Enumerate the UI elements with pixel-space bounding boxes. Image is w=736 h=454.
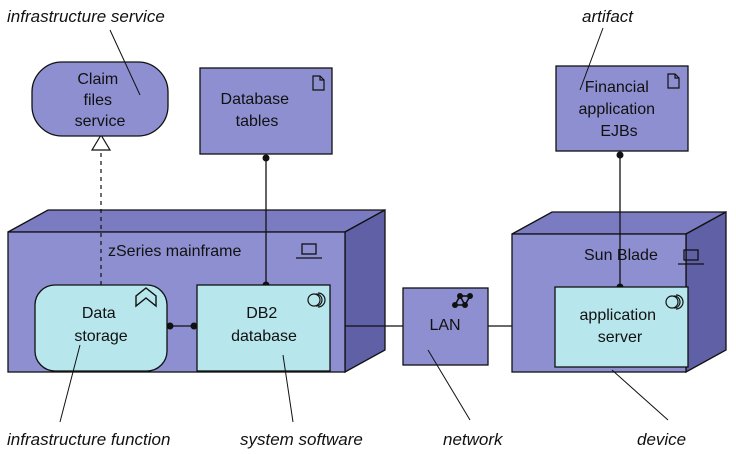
realization-arrowhead: [90, 133, 112, 151]
annotation-system-software: system software: [240, 430, 363, 449]
leader-network: [427, 349, 471, 421]
lan-label: LAN: [429, 317, 460, 334]
junction-dot: [616, 151, 624, 159]
lan-network[interactable]: [402, 287, 489, 366]
database-tables-artifact[interactable]: [199, 67, 333, 155]
artifact-icon: [312, 75, 325, 91]
annotation-device: device: [637, 430, 686, 449]
leader-device: [611, 369, 669, 421]
junction-dot: [166, 322, 174, 330]
device-icon: [678, 249, 704, 265]
sun-blade-label: Sun Blade: [584, 247, 658, 264]
system-software-icon: [665, 294, 684, 310]
device-icon: [296, 243, 322, 259]
financial-ejbs-artifact[interactable]: [555, 65, 689, 152]
artifact-icon: [667, 73, 680, 89]
db2-database-label: DB2 database: [231, 305, 297, 345]
leader-infrastructure-service: [109, 29, 141, 96]
application-server-software[interactable]: [554, 286, 689, 368]
leader-artifact: [579, 27, 604, 91]
junction-dot: [190, 322, 198, 330]
claim-files-service[interactable]: [31, 61, 169, 137]
leader-infrastructure-function: [59, 344, 81, 423]
financial-ejbs-label: Financial application EJBs: [579, 79, 660, 140]
system-software-icon: [307, 292, 326, 308]
zseries-label: zSeries mainframe: [108, 243, 241, 260]
network-icon: [452, 293, 473, 308]
database-tables-label: Database tables: [221, 91, 294, 130]
data-storage-label: Data storage: [74, 305, 127, 345]
annotation-infrastructure-service: infrastructure service: [7, 7, 165, 26]
annotation-network: network: [443, 430, 504, 449]
application-server-label: application server: [580, 307, 661, 346]
junction-dot: [262, 154, 270, 162]
annotation-artifact: artifact: [582, 7, 634, 26]
data-storage-function[interactable]: [34, 284, 168, 372]
claim-files-service-label: Claim files service: [75, 71, 126, 130]
function-icon: [135, 287, 157, 308]
annotation-infrastructure-function: infrastructure function: [7, 430, 170, 449]
leader-system-software: [282, 354, 294, 423]
